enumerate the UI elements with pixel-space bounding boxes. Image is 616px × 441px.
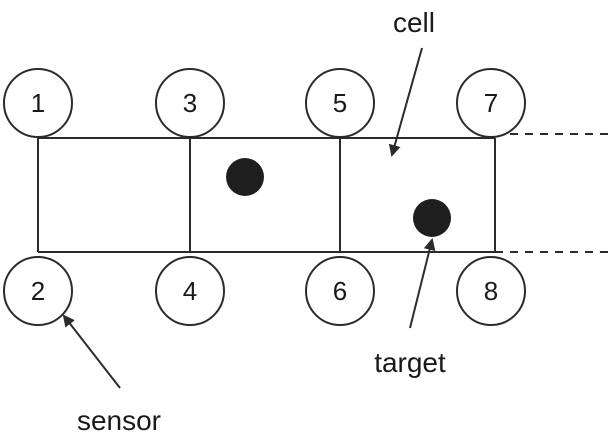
sensor-label: 3 (183, 88, 197, 118)
sensor-arrow (62, 314, 121, 389)
sensor-label: 8 (484, 276, 498, 306)
annotation-arrows (62, 47, 436, 389)
sensor-label: 7 (484, 88, 498, 118)
sensor-node-1: 1 (3, 68, 73, 138)
sensor-node-3: 3 (155, 68, 225, 138)
sensor-label: 5 (333, 88, 347, 118)
sensor-label: 6 (333, 276, 347, 306)
target-arrow (409, 238, 436, 329)
cell-arrow (388, 47, 423, 157)
sensor-node-5: 5 (305, 68, 375, 138)
target-label: target (374, 347, 446, 378)
cell-grid (37, 133, 612, 253)
sensor-node-4: 4 (155, 256, 225, 326)
sensor-node-6: 6 (305, 256, 375, 326)
cell-label: cell (393, 7, 435, 38)
sensor-label: 1 (31, 88, 45, 118)
target-dot-1 (226, 158, 264, 196)
sensor-node-8: 8 (456, 256, 526, 326)
sensor-label: 4 (183, 276, 197, 306)
sensor-label: 2 (31, 276, 45, 306)
sensor-node-2: 2 (3, 256, 73, 326)
sensor-node-7: 7 (456, 68, 526, 138)
sensor-annotation-label: sensor (77, 405, 161, 436)
target-dot-2 (413, 199, 451, 237)
sensor-group: 1 2 3 4 5 6 7 8 (3, 68, 526, 326)
